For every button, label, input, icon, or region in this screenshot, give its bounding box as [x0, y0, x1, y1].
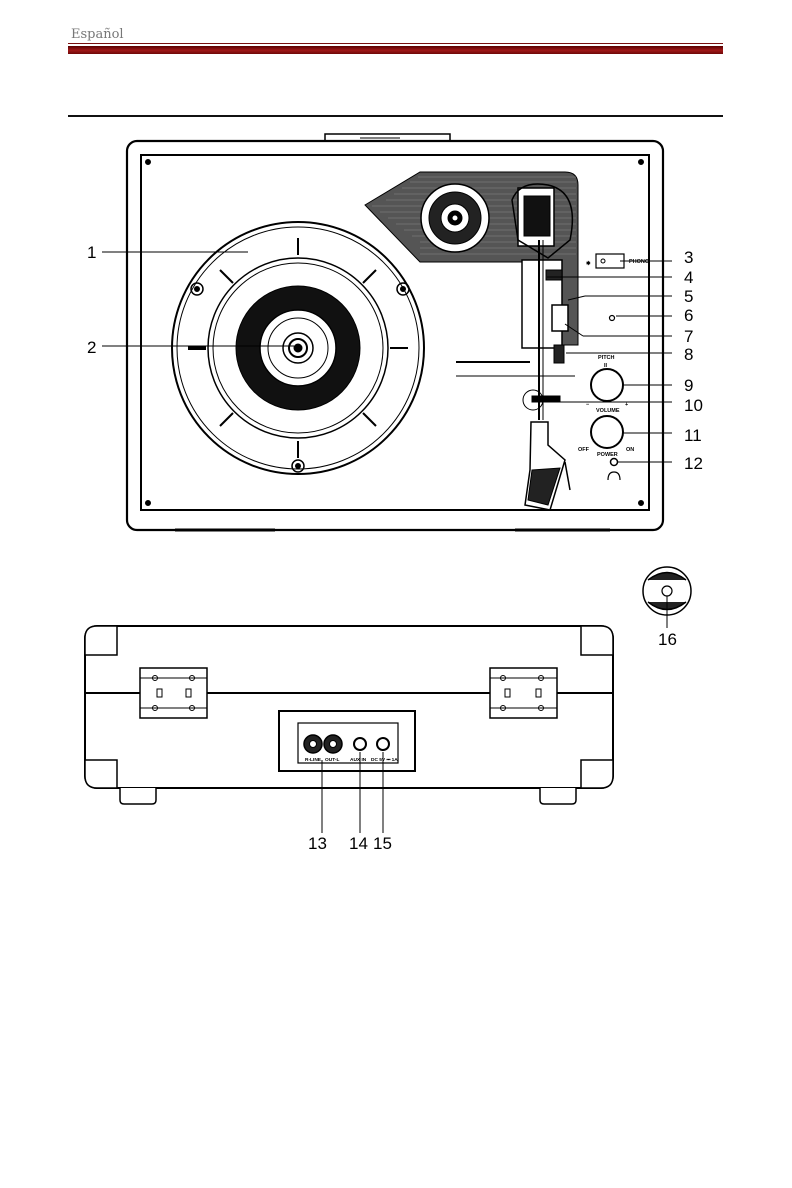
- callout-1: 1: [87, 243, 96, 262]
- phono-label: PHONO: [629, 259, 650, 265]
- callout-13: 13: [308, 834, 327, 853]
- plus-label: +: [625, 402, 628, 408]
- callout-3: 3: [684, 248, 693, 267]
- callout-10: 10: [684, 396, 703, 415]
- pitch-sublabel: II: [604, 363, 608, 369]
- on-label: ON: [626, 447, 634, 453]
- callout-4: 4: [684, 268, 693, 287]
- pitch-label: PITCH: [598, 355, 615, 361]
- dc-label: DC 5V ⎓ 1A: [371, 757, 398, 763]
- power-label: POWER: [597, 452, 618, 458]
- svg-text:✱: ✱: [586, 260, 591, 267]
- callout-6: 6: [684, 306, 693, 325]
- rline-label: R-LINE: [305, 757, 322, 763]
- minus-label: −: [586, 402, 589, 408]
- front-view: ✱: [127, 134, 663, 530]
- callout-11: 11: [684, 426, 702, 445]
- callout-15: 15: [373, 834, 392, 853]
- adapter-accessory: [643, 567, 691, 628]
- callout-12: 12: [684, 454, 703, 473]
- callout-8: 8: [684, 345, 693, 364]
- callout-9: 9: [684, 376, 693, 395]
- back-view: [85, 626, 613, 833]
- outl-label: OUT-L: [325, 757, 339, 763]
- callout-5: 5: [684, 287, 693, 306]
- off-label: OFF: [578, 447, 590, 453]
- callout-7: 7: [684, 327, 693, 346]
- volume-label: VOLUME: [596, 408, 620, 414]
- callout-16: 16: [658, 630, 677, 649]
- callout-2: 2: [87, 338, 96, 357]
- callout-14: 14: [349, 834, 368, 853]
- auxin-label: AUX IN: [350, 757, 367, 763]
